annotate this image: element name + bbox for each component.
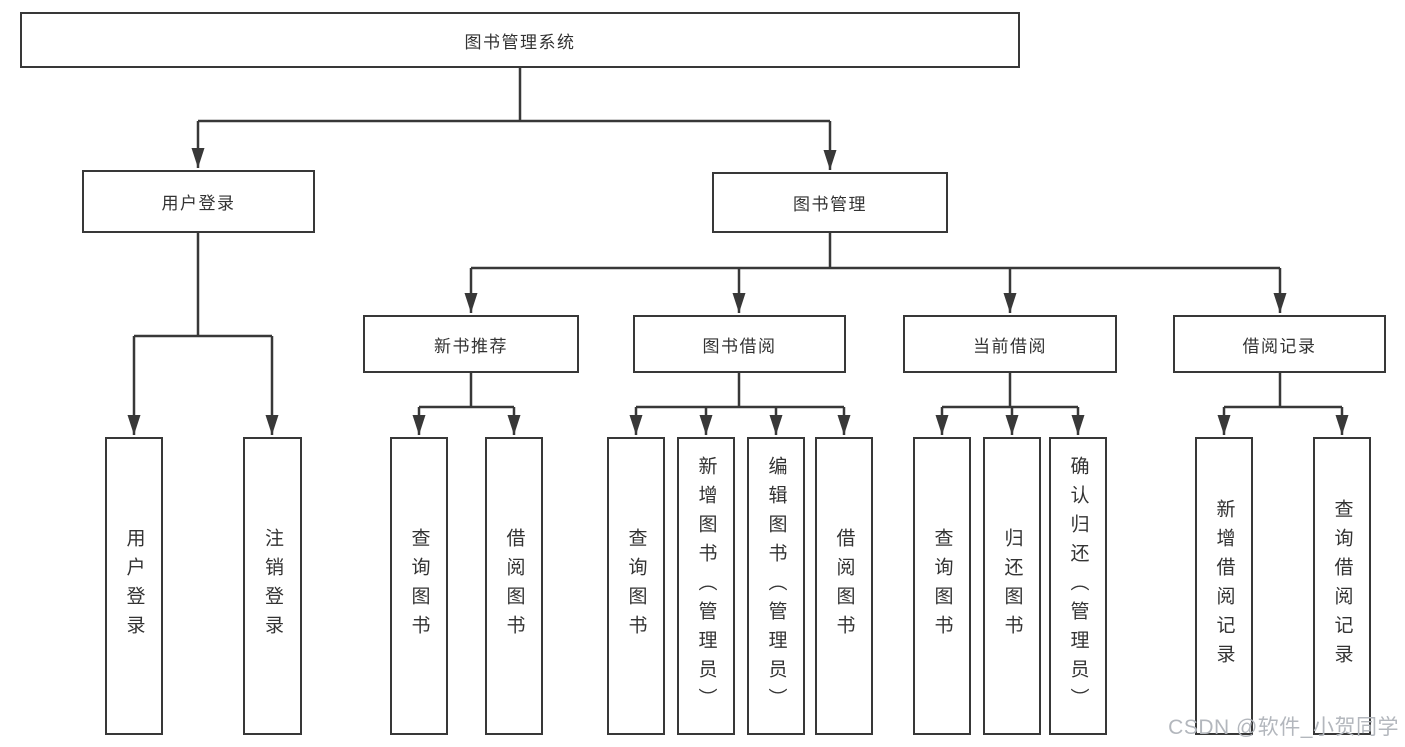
leaf-borrow-books-2: 借阅图书 bbox=[815, 437, 873, 735]
node-user-login: 用户登录 bbox=[82, 170, 315, 233]
node-book-management: 图书管理 bbox=[712, 172, 948, 233]
connector-root-to-level2 bbox=[191, 68, 837, 170]
node-root: 图书管理系统 bbox=[20, 12, 1020, 68]
leaf-query-borrow-record: 查询借阅记录 bbox=[1313, 437, 1371, 735]
leaf-logout-login: 注销登录 bbox=[243, 437, 302, 735]
leaf-edit-book-admin: 编辑图书（管理员） bbox=[747, 437, 805, 735]
node-new-book-recommend: 新书推荐 bbox=[363, 315, 579, 373]
connector-book-borrow-to-leaves bbox=[629, 373, 851, 435]
connector-book-mgmt-to-level3 bbox=[464, 233, 1287, 313]
leaf-borrow-books-1: 借阅图书 bbox=[485, 437, 543, 735]
leaf-user-login: 用户登录 bbox=[105, 437, 163, 735]
connector-borrow-records-to-leaves bbox=[1217, 373, 1349, 435]
leaf-add-borrow-record: 新增借阅记录 bbox=[1195, 437, 1253, 735]
connector-user-login-to-leaves bbox=[127, 233, 279, 435]
leaf-query-books-1: 查询图书 bbox=[390, 437, 448, 735]
node-book-borrowing: 图书借阅 bbox=[633, 315, 846, 373]
connector-current-borrow-to-leaves bbox=[935, 373, 1085, 435]
csdn-watermark: CSDN @软件_小贺同学 bbox=[1168, 716, 1399, 739]
leaf-add-book-admin: 新增图书（管理员） bbox=[677, 437, 735, 735]
leaf-query-books-2: 查询图书 bbox=[607, 437, 665, 735]
leaf-query-books-3: 查询图书 bbox=[913, 437, 971, 735]
leaf-return-books: 归还图书 bbox=[983, 437, 1041, 735]
node-borrow-records: 借阅记录 bbox=[1173, 315, 1386, 373]
leaf-confirm-return-admin: 确认归还（管理员） bbox=[1049, 437, 1107, 735]
node-current-borrowing: 当前借阅 bbox=[903, 315, 1117, 373]
connector-new-book-rec-to-leaves bbox=[412, 373, 521, 435]
